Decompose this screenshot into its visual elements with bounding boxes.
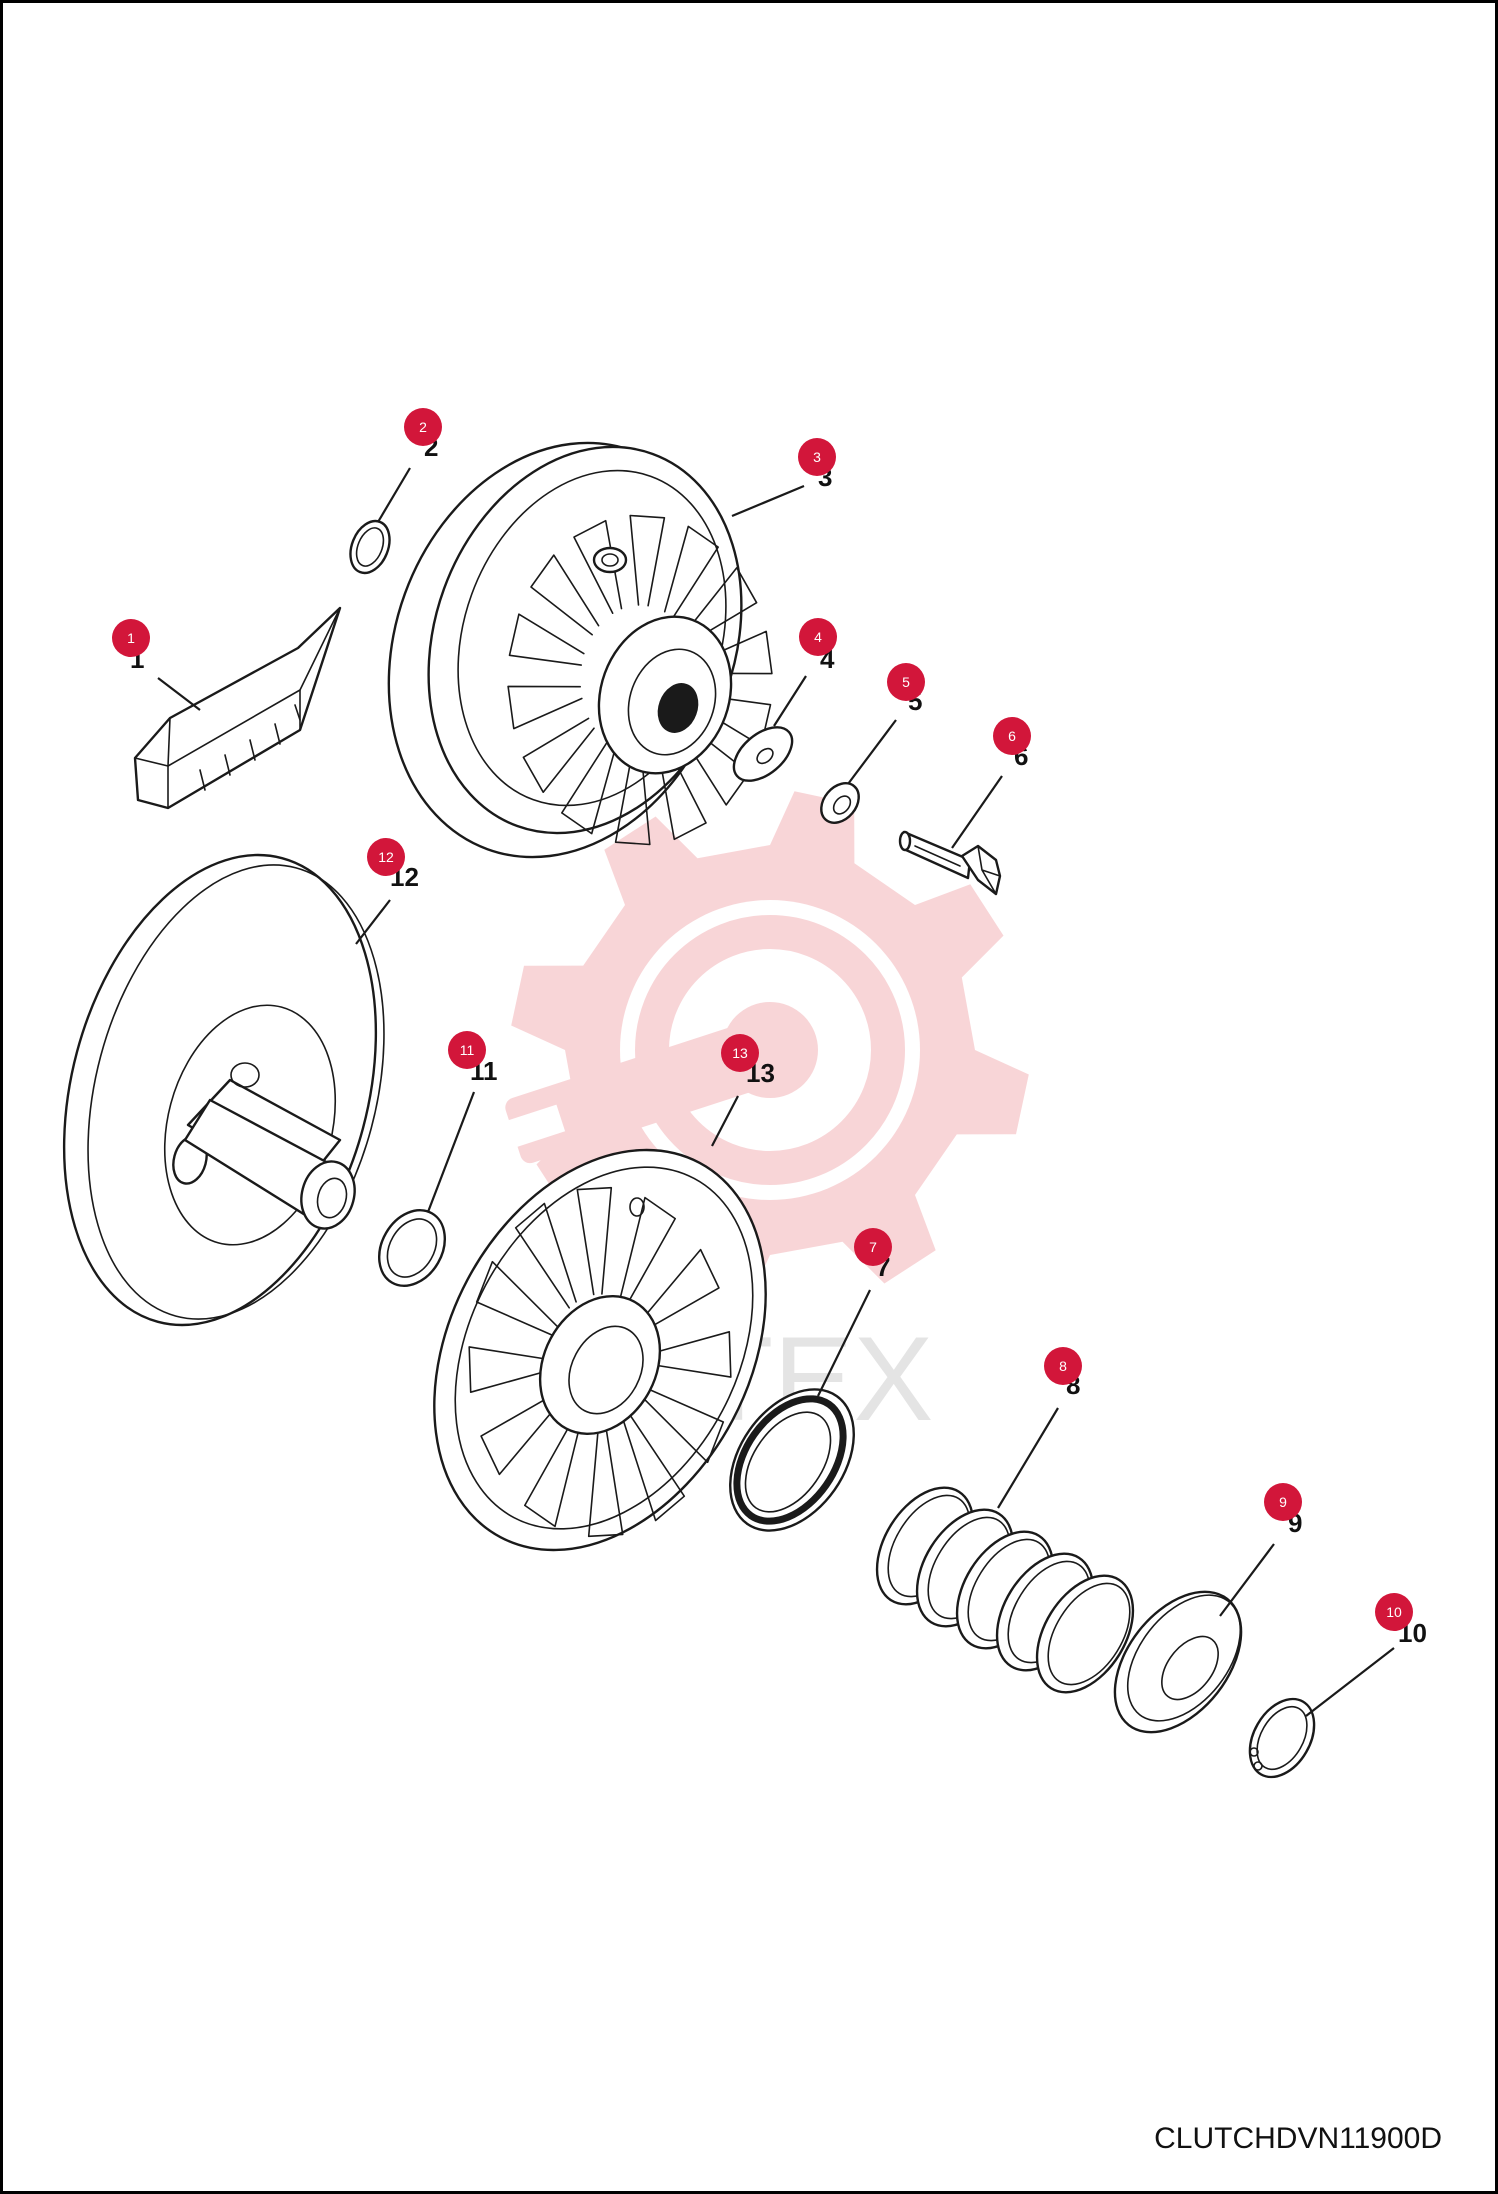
spoke [663, 525, 719, 619]
callout-badge[interactable] [799, 618, 837, 656]
callout-5[interactable]: 55 [847, 663, 925, 785]
part-washer-small [820, 782, 860, 824]
callout-badge-number: 7 [869, 1239, 877, 1255]
part-spring [875, 1486, 1135, 1694]
spoke [507, 685, 583, 730]
callout-badge[interactable] [721, 1034, 759, 1072]
spoke [530, 554, 600, 636]
spoke [649, 1331, 732, 1378]
spoke [508, 613, 585, 666]
spoke [623, 1415, 686, 1522]
callout-badge[interactable] [112, 619, 150, 657]
spoke [685, 567, 758, 643]
callout-badge[interactable] [1264, 1483, 1302, 1521]
leader-line [951, 775, 1003, 849]
leader-line [817, 1289, 871, 1397]
leader-line [997, 1407, 1059, 1509]
part-bolt [898, 830, 1002, 896]
spring-coil-inner [1047, 1582, 1131, 1686]
spoke [642, 1387, 725, 1464]
spoke [576, 1186, 613, 1296]
callout-6[interactable]: 66 [951, 717, 1031, 849]
spoke [522, 717, 595, 793]
spoke [629, 514, 666, 607]
spoke [657, 746, 707, 841]
leader-line [711, 1095, 739, 1147]
part-driven-clutch-assembly [387, 441, 773, 859]
callout-badge-number: 1 [127, 630, 135, 646]
callout-badge[interactable] [1375, 1593, 1413, 1631]
callout-badge-number: 6 [1008, 728, 1016, 744]
spoke [695, 694, 772, 747]
callout-badge-number: 8 [1059, 1358, 1067, 1374]
spoke [680, 724, 750, 806]
callout-8[interactable]: 88 [997, 1347, 1082, 1509]
leader-line [377, 467, 411, 523]
part-fixed-sheave [62, 853, 385, 1327]
callout-badge[interactable] [798, 438, 836, 476]
leader-line [355, 899, 391, 945]
callout-badge[interactable] [367, 838, 405, 876]
spoke [697, 630, 773, 675]
part-spring-seat [1113, 1590, 1243, 1734]
callout-4[interactable]: 44 [773, 618, 837, 727]
callout-badge[interactable] [854, 1228, 892, 1266]
part-o-ring-medium [378, 1209, 446, 1287]
leader-line [773, 675, 807, 727]
spoke [639, 1248, 720, 1331]
callout-badge-number: 5 [902, 674, 910, 690]
drawing-code: CLUTCHDVN11900D [1154, 2122, 1442, 2155]
part-snap-ring [1248, 1697, 1316, 1779]
spoke [524, 1418, 581, 1528]
spoke [587, 1428, 624, 1538]
leader-line [157, 677, 201, 711]
part-moveable-sheave [433, 1148, 767, 1552]
spoke [561, 741, 617, 835]
spoke [514, 1202, 577, 1309]
spoke [475, 1260, 558, 1337]
callout-badge[interactable] [404, 408, 442, 446]
callout-1[interactable]: 11 [112, 619, 201, 711]
callout-badge[interactable] [1044, 1347, 1082, 1385]
spoke [468, 1346, 551, 1393]
part-o-ring-small [349, 519, 391, 575]
spoke [480, 1393, 561, 1476]
callout-badge-number: 12 [378, 849, 394, 865]
leader-line [426, 1091, 476, 1213]
callout-badge[interactable] [448, 1031, 486, 1069]
part-seal [729, 1388, 855, 1532]
leader-line [1305, 1647, 1395, 1717]
callout-9[interactable]: 99 [1219, 1483, 1302, 1617]
callout-3[interactable]: 33 [731, 438, 836, 518]
part-belt [133, 606, 342, 810]
callout-badge-number: 13 [732, 1045, 748, 1061]
leader-line [731, 484, 805, 518]
callout-badge-number: 11 [460, 1042, 475, 1058]
callout-badge-number: 9 [1279, 1494, 1287, 1510]
callout-badge-number: 2 [419, 419, 427, 435]
spoke [614, 753, 651, 846]
callout-badge[interactable] [993, 717, 1031, 755]
spoke [619, 1196, 676, 1306]
callout-badge-number: 3 [813, 449, 821, 465]
callout-2[interactable]: 22 [377, 408, 442, 523]
callout-badge[interactable] [887, 663, 925, 701]
leader-line [847, 719, 897, 785]
part-washer-large [732, 726, 794, 782]
callout-7[interactable]: 77 [817, 1228, 892, 1397]
callout-badge-number: 10 [1386, 1604, 1402, 1620]
callout-badge-number: 4 [814, 629, 822, 645]
leader-line [1219, 1543, 1275, 1617]
